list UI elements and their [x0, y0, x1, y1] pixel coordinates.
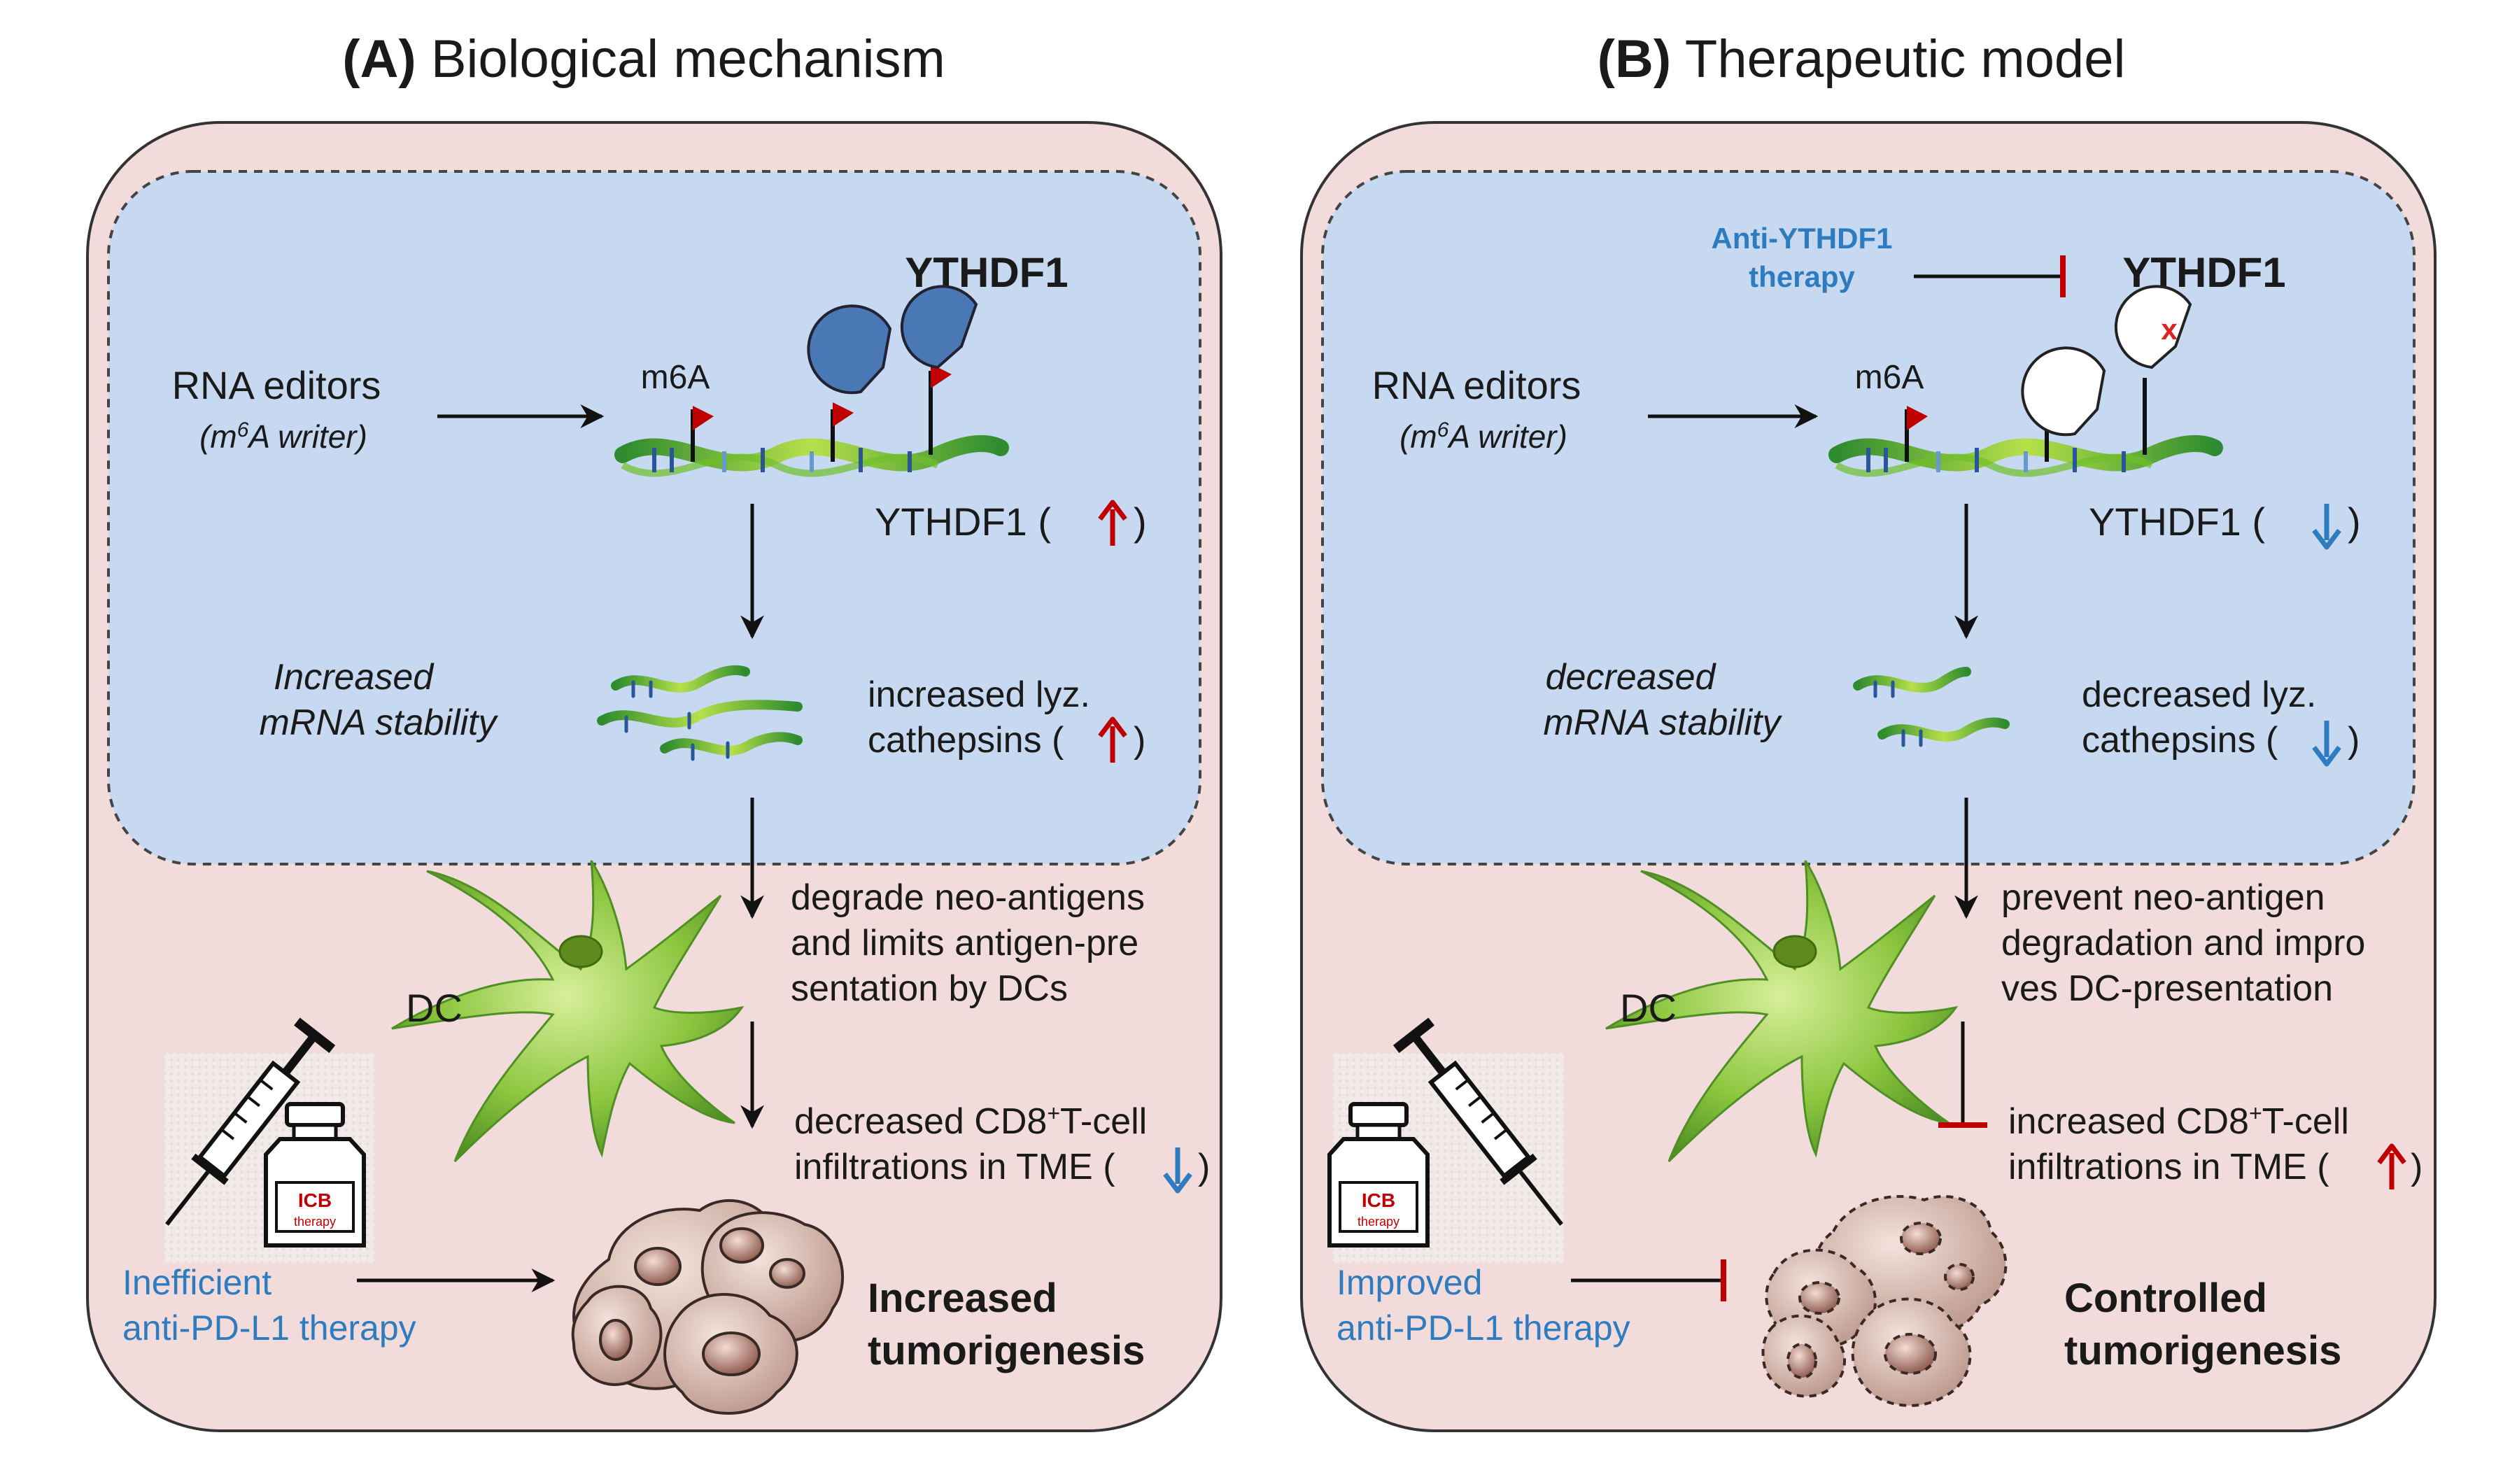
mrna-strand-icon — [614, 435, 1009, 477]
panel-b: (B) Therapeutic model Anti-YTHDF1 therap… — [1300, 29, 2437, 1432]
ythdf1-protein-blocked-icon — [2021, 346, 2106, 437]
panel-b-stability-l2: mRNA stability — [1543, 702, 1782, 743]
ythdf1-protein-icon — [900, 285, 978, 369]
panel-b-cd8-l2: infiltrations in TME ( — [2008, 1147, 2329, 1187]
panel-a: (A) Biological mechanism YTHDF1 RNA edit… — [86, 29, 1222, 1432]
panel-b-outcome-l2: tumorigenesis — [2064, 1328, 2341, 1373]
panel-a-therapy-l2: anti-PD-L1 therapy — [122, 1308, 416, 1348]
panel-b-inhibit-cd8 — [1938, 1022, 1987, 1128]
syringe-icon — [165, 1017, 336, 1226]
panel-a-outcome-l2: tumorigenesis — [868, 1328, 1145, 1373]
panel-a-stability-l2: mRNA stability — [259, 702, 498, 743]
panel-b-anti-l2: therapy — [1749, 260, 1855, 293]
panel-a-close-paren-2: ) — [1134, 720, 1145, 761]
dendritic-cell-icon — [1605, 860, 1959, 1163]
panel-a-title-text: Biological mechanism — [416, 29, 945, 89]
panel-a-dc-label: DC — [406, 986, 463, 1030]
panel-a-close-paren-3: ) — [1198, 1147, 1210, 1187]
ythdf1-protein-blocked-icon — [2114, 285, 2192, 369]
panel-a-stability-l1: Increased — [274, 657, 435, 698]
panel-b-outcome-l1: Controlled — [2064, 1275, 2267, 1321]
panel-a-cd8-l1: decreased CD8+T-cell — [794, 1101, 1147, 1142]
panel-b-prevent-l3: ves DC-presentation — [2001, 968, 2333, 1009]
panel-b-prevent-l1: prevent neo-antigen — [2001, 877, 2325, 918]
panel-a-outcome-l1: Increased — [868, 1275, 1057, 1321]
panel-b-inhibit-ythdf1 — [1914, 255, 2066, 297]
panel-a-degrade-l3: sentation by DCs — [791, 968, 1068, 1009]
panel-b-stability-l1: decreased — [1546, 657, 1717, 698]
panel-b-lyz-l2: cathepsins ( — [2082, 720, 2278, 761]
panel-a-title: (A) Biological mechanism — [342, 29, 945, 89]
panel-b-close-paren-2: ) — [2348, 720, 2360, 761]
panel-b-icb-sub: therapy — [1358, 1215, 1399, 1229]
mrna-fragments-icon — [1853, 667, 2010, 747]
panel-b-therapy-l2: anti-PD-L1 therapy — [1337, 1308, 1630, 1348]
panel-b-ythdf1-level: YTHDF1 ( — [2089, 500, 2265, 544]
panel-a-icb-label: ICB — [298, 1189, 332, 1211]
tumor-cells-icon — [571, 1199, 844, 1415]
panel-a-close-paren-1: ) — [1134, 500, 1147, 544]
panel-b-letter: (B) — [1598, 29, 1672, 89]
panel-a-ythdf1-level: YTHDF1 ( — [875, 500, 1051, 544]
panel-a-lyz-l2: cathepsins ( — [868, 720, 1064, 761]
panel-a-degrade-l2: and limits antigen-pre — [791, 923, 1138, 963]
panel-b-lyz-l1: decreased lyz. — [2082, 674, 2316, 715]
panel-b-m6a-writer: (m6A writer) — [1399, 418, 1567, 455]
blue-down-arrow-icon — [2312, 504, 2341, 550]
red-up-arrow-icon — [1098, 716, 1127, 763]
m6a-flag-icon — [691, 364, 952, 462]
panel-a-therapy-l1: Inefficient — [122, 1263, 272, 1302]
syringe-icon — [1392, 1017, 1563, 1226]
blue-down-arrow-icon — [2312, 721, 2341, 767]
vial-icon: ICB therapy — [264, 1102, 366, 1248]
red-up-arrow-icon — [1098, 500, 1127, 546]
panel-a-letter: (A) — [342, 29, 416, 89]
panel-b-icb-label: ICB — [1362, 1189, 1395, 1211]
panel-b-therapy-l1: Improved — [1337, 1263, 1482, 1302]
panel-b-close-paren-3: ) — [2411, 1147, 2423, 1187]
panel-b-cd8-l1: increased CD8+T-cell — [2008, 1101, 2349, 1142]
mrna-strand-icon — [1828, 435, 2223, 477]
panel-a-icb-sub: therapy — [294, 1215, 336, 1229]
panel-a-m6a-label: m6A — [641, 359, 710, 396]
panel-a-m6a-writer: (m6A writer) — [199, 418, 367, 455]
panel-b-title-text: Therapeutic model — [1671, 29, 2125, 89]
ythdf1-protein-icon — [807, 304, 892, 395]
panel-b-dc-label: DC — [1620, 986, 1677, 1030]
panel-a-cd8-l2: infiltrations in TME ( — [794, 1147, 1115, 1187]
dendritic-cell-icon — [391, 860, 745, 1163]
panel-b-x-mark: x — [2161, 313, 2178, 346]
panel-b-m6a-label: m6A — [1855, 359, 1924, 396]
panel-b-anti-l1: Anti-YTHDF1 — [1712, 222, 1893, 255]
panel-b-title: (B) Therapeutic model — [1598, 29, 2126, 89]
panel-b-rna-editors: RNA editors — [1372, 363, 1581, 407]
red-up-arrow-icon — [2377, 1143, 2406, 1189]
panel-a-lyz-l1: increased lyz. — [868, 674, 1090, 715]
panel-b-inhibit-therapy — [1571, 1259, 1726, 1301]
mrna-fragments-icon — [597, 665, 803, 761]
panel-b-close-paren-1: ) — [2348, 500, 2361, 544]
blue-down-arrow-icon — [1163, 1147, 1192, 1194]
panel-a-rna-editors: RNA editors — [172, 363, 381, 407]
vial-icon: ICB therapy — [1327, 1102, 1430, 1248]
tumor-cells-icon — [1761, 1195, 2008, 1407]
panel-a-degrade-l1: degrade neo-antigens — [791, 877, 1145, 918]
panel-b-prevent-l2: degradation and impro — [2001, 923, 2365, 963]
